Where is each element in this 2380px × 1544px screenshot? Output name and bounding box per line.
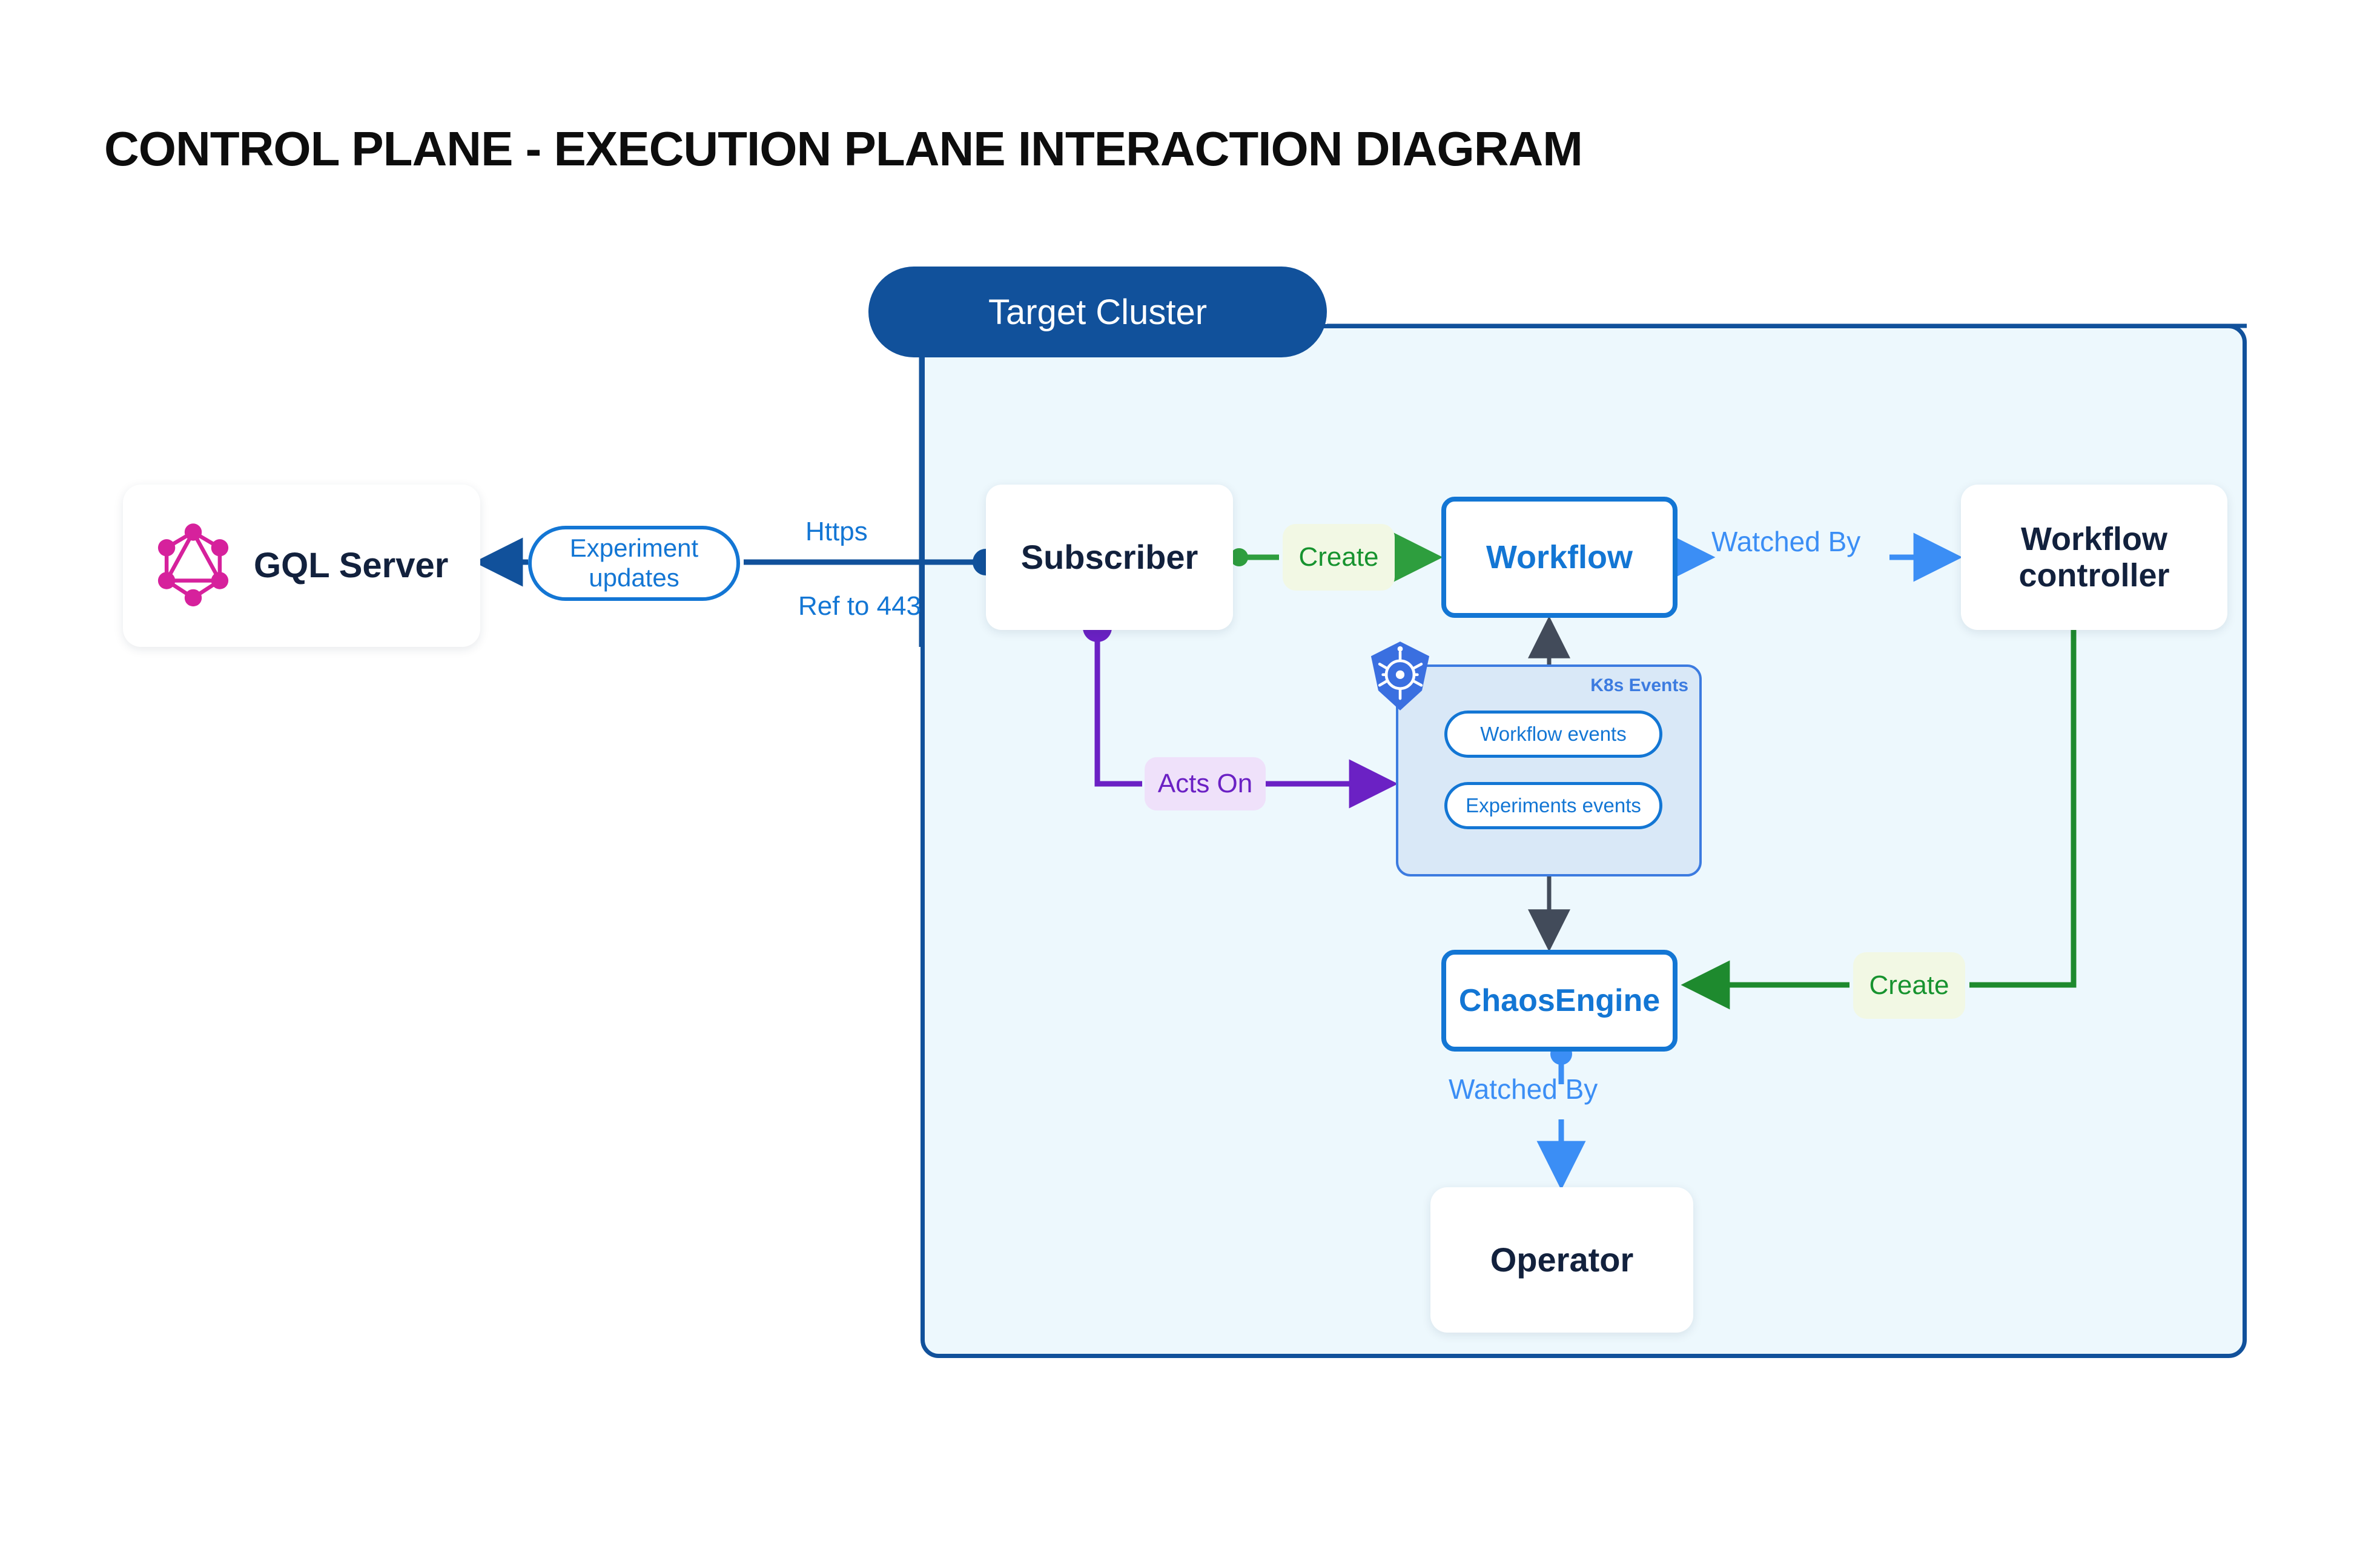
edge-label-https: Https — [805, 517, 868, 546]
edge-label-create-controller-chaosengine: Create — [1853, 952, 1965, 1019]
k8s-pill-workflow-events[interactable]: Workflow events — [1444, 711, 1662, 758]
edge-label-experiment-updates: Experiment updates — [528, 526, 740, 601]
graphql-logo-icon — [157, 523, 229, 607]
edge-label-watched-by-operator: Watched By — [1449, 1073, 1598, 1105]
page-title: CONTROL PLANE - EXECUTION PLANE INTERACT… — [104, 122, 1583, 176]
k8s-pill-workflow-events-label: Workflow events — [1480, 723, 1627, 745]
edge-subscriber-to-workflow — [1230, 532, 1443, 582]
node-gql-server[interactable]: GQL Server — [123, 485, 480, 647]
node-subscriber[interactable]: Subscriber — [986, 485, 1233, 630]
edge-label-acts-on: Acts On — [1145, 757, 1266, 810]
target-cluster-badge-label: Target Cluster — [988, 292, 1208, 332]
node-workflow-label: Workflow — [1486, 538, 1633, 575]
edge-label-ref-to-443: Ref to 443 — [798, 591, 922, 621]
edge-controller-to-chaosengine — [1681, 605, 2085, 1010]
node-subscriber-label: Subscriber — [1020, 537, 1198, 576]
node-workflow-controller-line1: Workflow — [2020, 520, 2167, 557]
edge-label-experiment-updates-line1: Experiment — [569, 534, 699, 563]
edge-label-watched-by-workflow-controller: Watched By — [1711, 526, 1861, 557]
k8s-events-group: K8s Events Workflow events Experiments e… — [1370, 641, 1702, 876]
k8s-pill-experiments-events-label: Experiments events — [1466, 794, 1641, 817]
kubernetes-helm-icon — [1370, 641, 1430, 711]
target-cluster-badge[interactable]: Target Cluster — [868, 267, 1327, 357]
node-workflow-controller-line2: controller — [2018, 557, 2170, 594]
node-workflow-controller[interactable]: Workflow controller — [1961, 485, 2227, 630]
node-gql-server-label: GQL Server — [254, 545, 449, 585]
node-operator[interactable]: Operator — [1430, 1187, 1693, 1333]
k8s-events-group-label: K8s Events — [1590, 675, 1688, 695]
edge-label-experiment-updates-line2: updates — [589, 563, 679, 592]
node-chaos-engine[interactable]: ChaosEngine — [1441, 950, 1678, 1052]
node-chaos-engine-label: ChaosEngine — [1458, 982, 1661, 1018]
edge-label-create-subscriber-workflow: Create — [1283, 524, 1395, 591]
k8s-pill-experiments-events[interactable]: Experiments events — [1444, 782, 1662, 829]
node-operator-label: Operator — [1490, 1240, 1634, 1279]
node-workflow[interactable]: Workflow — [1441, 497, 1678, 618]
edge-label-experiment-updates-text: Experiment updates — [570, 534, 698, 592]
node-workflow-controller-label: Workflow controller — [2018, 521, 2169, 594]
edge-chaosengine-to-operator — [1536, 1043, 1586, 1190]
